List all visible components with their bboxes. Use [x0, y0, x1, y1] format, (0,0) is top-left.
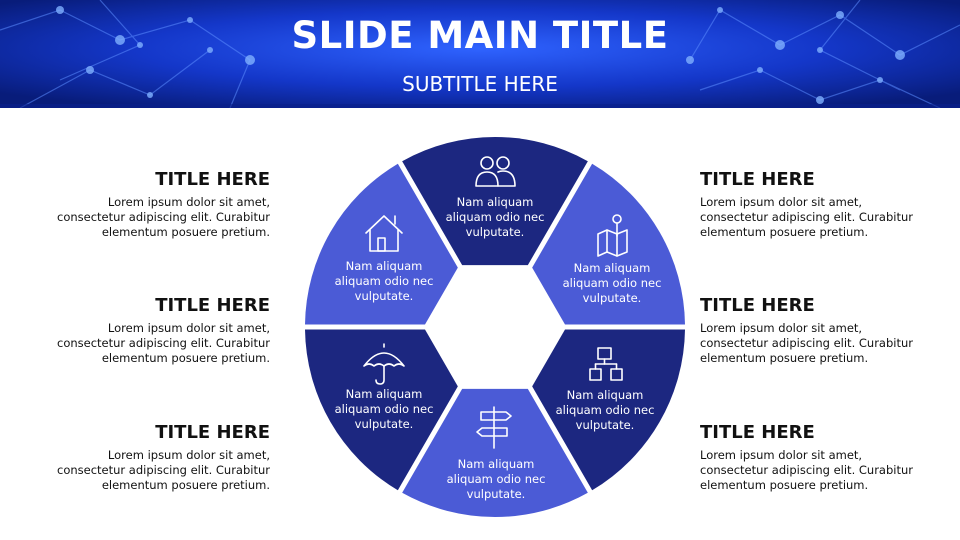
- block-title: TITLE HERE: [155, 169, 270, 190]
- left-block-3: TITLE HERE Lorem ipsum dolor sit amet, c…: [30, 422, 270, 493]
- segment-line: Nam aliquam: [346, 259, 423, 273]
- segment-line: vulputate.: [576, 418, 635, 432]
- umbrella-icon: [363, 343, 405, 385]
- ring-segment-5: [305, 163, 458, 325]
- segment-line: Nam aliquam: [567, 388, 644, 402]
- block-line: consectetur adipiscing elit. Curabitur: [700, 336, 913, 350]
- block-line: elementum posuere pretium.: [700, 225, 869, 239]
- ring-segment-3: [402, 388, 588, 518]
- segment-label-3: Nam aliquam aliquam odio nec vulputate.: [447, 457, 546, 501]
- block-body: Lorem ipsum dolor sit amet, consectetur …: [700, 448, 950, 493]
- segment-label-4: Nam aliquam aliquam odio nec vulputate.: [335, 387, 434, 431]
- block-line: elementum posuere pretium.: [700, 351, 869, 365]
- users-icon: [475, 156, 516, 187]
- segment-line: Nam aliquam: [574, 261, 651, 275]
- signpost-icon: [476, 406, 512, 449]
- block-line: Lorem ipsum dolor sit amet,: [700, 321, 863, 335]
- block-title: TITLE HERE: [700, 422, 815, 443]
- block-title: TITLE HERE: [700, 169, 815, 190]
- block-line: Lorem ipsum dolor sit amet,: [107, 448, 270, 462]
- block-line: elementum posuere pretium.: [101, 225, 270, 239]
- block-title: TITLE HERE: [155, 295, 270, 316]
- block-line: consectetur adipiscing elit. Curabitur: [57, 463, 270, 477]
- left-block-1: TITLE HERE Lorem ipsum dolor sit amet, c…: [30, 169, 270, 240]
- block-body: Lorem ipsum dolor sit amet, consectetur …: [30, 448, 270, 493]
- block-line: Lorem ipsum dolor sit amet,: [107, 321, 270, 335]
- block-line: Lorem ipsum dolor sit amet,: [700, 448, 863, 462]
- ring-segment-1: [532, 163, 685, 325]
- segment-line: aliquam odio nec: [563, 276, 662, 290]
- block-line: consectetur adipiscing elit. Curabitur: [700, 463, 913, 477]
- left-block-2: TITLE HERE Lorem ipsum dolor sit amet, c…: [30, 295, 270, 366]
- block-title: TITLE HERE: [700, 295, 815, 316]
- block-line: consectetur adipiscing elit. Curabitur: [57, 336, 270, 350]
- block-line: elementum posuere pretium.: [101, 478, 270, 492]
- block-line: elementum posuere pretium.: [700, 478, 869, 492]
- slide-subtitle: SUBTITLE HERE: [402, 72, 558, 96]
- right-block-1: TITLE HERE Lorem ipsum dolor sit amet, c…: [700, 169, 950, 240]
- block-body: Lorem ipsum dolor sit amet, consectetur …: [30, 321, 270, 366]
- segment-line: Nam aliquam: [346, 387, 423, 401]
- segment-label-0: Nam aliquam aliquam odio nec vulputate.: [446, 195, 545, 239]
- segment-line: vulputate.: [583, 291, 642, 305]
- segment-line: aliquam odio nec: [446, 210, 545, 224]
- ring-segment-4: [305, 329, 458, 491]
- right-block-3: TITLE HERE Lorem ipsum dolor sit amet, c…: [700, 422, 950, 493]
- segment-label-5: Nam aliquam aliquam odio nec vulputate.: [335, 259, 434, 303]
- home-icon: [365, 215, 403, 252]
- segment-line: aliquam odio nec: [447, 472, 546, 486]
- segment-line: Nam aliquam: [458, 457, 535, 471]
- block-line: consectetur adipiscing elit. Curabitur: [700, 210, 913, 224]
- hierarchy-icon: [589, 347, 623, 381]
- segment-line: vulputate.: [467, 487, 526, 501]
- segment-line: Nam aliquam: [457, 195, 534, 209]
- segment-line: vulputate.: [466, 225, 525, 239]
- block-line: Lorem ipsum dolor sit amet,: [700, 195, 863, 209]
- header-banner: SLIDE MAIN TITLE SUBTITLE HERE: [0, 0, 960, 108]
- segment-label-2: Nam aliquam aliquam odio nec vulputate.: [556, 388, 655, 432]
- ring-segment-0: [402, 136, 588, 266]
- segment-line: vulputate.: [355, 417, 414, 431]
- segment-line: vulputate.: [355, 289, 414, 303]
- block-line: consectetur adipiscing elit. Curabitur: [57, 210, 270, 224]
- block-body: Lorem ipsum dolor sit amet, consectetur …: [30, 195, 270, 240]
- segment-line: aliquam odio nec: [556, 403, 655, 417]
- network-background: [0, 0, 960, 108]
- block-body: Lorem ipsum dolor sit amet, consectetur …: [700, 195, 950, 240]
- block-title: TITLE HERE: [155, 422, 270, 443]
- map-pin-icon: [597, 214, 628, 257]
- right-block-2: TITLE HERE Lorem ipsum dolor sit amet, c…: [700, 295, 950, 366]
- block-body: Lorem ipsum dolor sit amet, consectetur …: [700, 321, 950, 366]
- ring-segment-2: [532, 329, 685, 491]
- block-line: elementum posuere pretium.: [101, 351, 270, 365]
- segment-line: aliquam odio nec: [335, 402, 434, 416]
- slide-main-title: SLIDE MAIN TITLE: [291, 14, 669, 57]
- segment-label-1: Nam aliquam aliquam odio nec vulputate.: [563, 261, 662, 305]
- block-line: Lorem ipsum dolor sit amet,: [107, 195, 270, 209]
- segment-line: aliquam odio nec: [335, 274, 434, 288]
